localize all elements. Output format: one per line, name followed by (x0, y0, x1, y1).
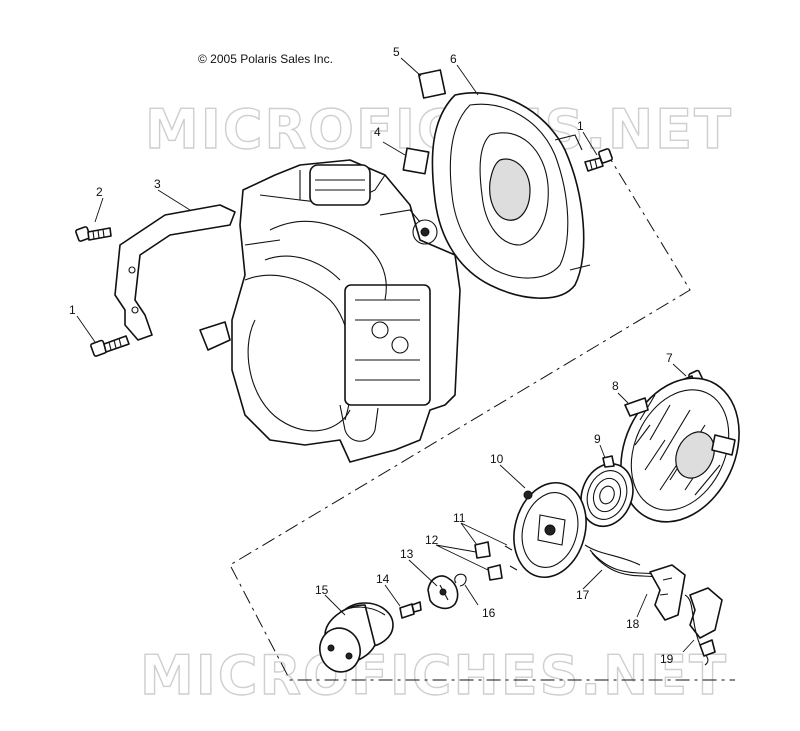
shroud-bracket (114, 204, 236, 341)
clip-16 (454, 573, 467, 587)
callout-3: 3 (154, 177, 161, 191)
callout-16: 16 (482, 606, 496, 620)
pawl-springs-11 (504, 545, 518, 571)
callout-9: 9 (594, 432, 601, 446)
callout-8: 8 (612, 379, 619, 393)
callout-7: 7 (666, 351, 673, 365)
bolt-14 (399, 601, 422, 619)
bolt-1-right (584, 148, 613, 172)
callout-1-right: 1 (577, 119, 584, 133)
fan-shroud (431, 92, 591, 299)
engine-assembly (199, 159, 461, 463)
callout-17: 17 (576, 588, 590, 602)
callout-2: 2 (96, 185, 103, 199)
starter-handle-19 (684, 587, 723, 666)
recoil-housing (620, 377, 740, 523)
callout-15: 15 (315, 583, 329, 597)
pawl-12b (487, 564, 503, 581)
recoil-reel (513, 481, 641, 579)
friction-plate (427, 575, 459, 610)
recoil-spring (580, 455, 634, 528)
callout-1-left: 1 (69, 303, 76, 317)
callout-19: 19 (660, 652, 674, 666)
callout-5: 5 (393, 45, 400, 59)
leader-lines (76, 57, 695, 653)
pawl-12a (474, 541, 491, 559)
bolt-1-left (90, 335, 130, 357)
callout-4: 4 (374, 125, 381, 139)
bolt-2 (75, 226, 112, 242)
watermark-bottom: MICROFICHES.NET (140, 644, 728, 707)
callout-18: 18 (626, 617, 640, 631)
callout-12: 12 (425, 533, 439, 547)
assembly-guide-line (229, 149, 735, 681)
starter-handle (649, 564, 686, 621)
decal-5 (417, 69, 447, 99)
callout-11: 11 (453, 511, 466, 525)
copyright-notice: © 2005 Polaris Sales Inc. (198, 52, 333, 66)
callout-10: 10 (490, 452, 504, 466)
decal-4 (402, 147, 430, 175)
callout-13: 13 (400, 547, 414, 561)
callout-6: 6 (450, 52, 457, 66)
callout-labels: 2 3 1 4 5 6 1 7 8 9 10 11 12 13 14 15 16… (69, 45, 674, 666)
callout-14: 14 (376, 572, 390, 586)
starter-cup (319, 602, 394, 673)
